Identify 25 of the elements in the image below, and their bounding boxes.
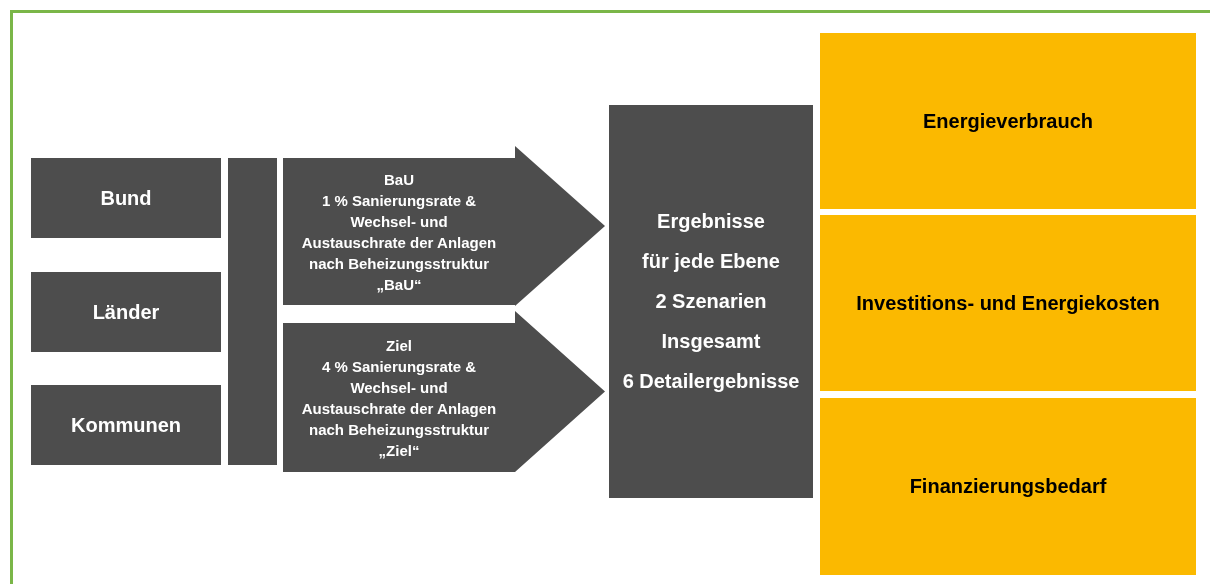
output-box [820,398,1196,575]
box-label: Finanzierungsbedarf [909,475,1107,498]
scenario-title: Ziel [386,335,412,356]
results-box [609,105,813,498]
scenario-chevron-box [283,311,605,472]
level-box [31,272,221,352]
box-label: Investitions- und Energiekosten [856,291,1160,315]
box-label: Energieverbrauch [922,109,1094,133]
scenario-text: 1 % Sanierungsrate & Wechsel- und Austauschrate der Anlagen nach Beheizungsstruktur „BaU“ [301,190,497,295]
box-label: Länder [92,300,160,324]
output-box [820,33,1196,209]
output-box [820,215,1196,391]
scenario-title: BaU [384,169,414,190]
box-label: 2 Szenarien [655,290,767,313]
level-box [31,158,221,238]
box-label: Ergebnisse [657,210,765,233]
box-label: für jede Ebene [642,250,780,273]
scenario-text: 4 % Sanierungsrate & Wechsel- und Austauschrate der Anlagen nach Beheizungsstruktur „Ziel“ [301,356,497,461]
level-box [31,385,221,465]
box-label: 6 Detailergebnisse [622,370,800,393]
vertical-bar [228,158,277,465]
box-label: Kommunen [71,413,181,437]
box-label: Bund [100,186,152,210]
box-label: Insgesamt [661,330,761,353]
scenario-chevron-box [283,146,605,306]
